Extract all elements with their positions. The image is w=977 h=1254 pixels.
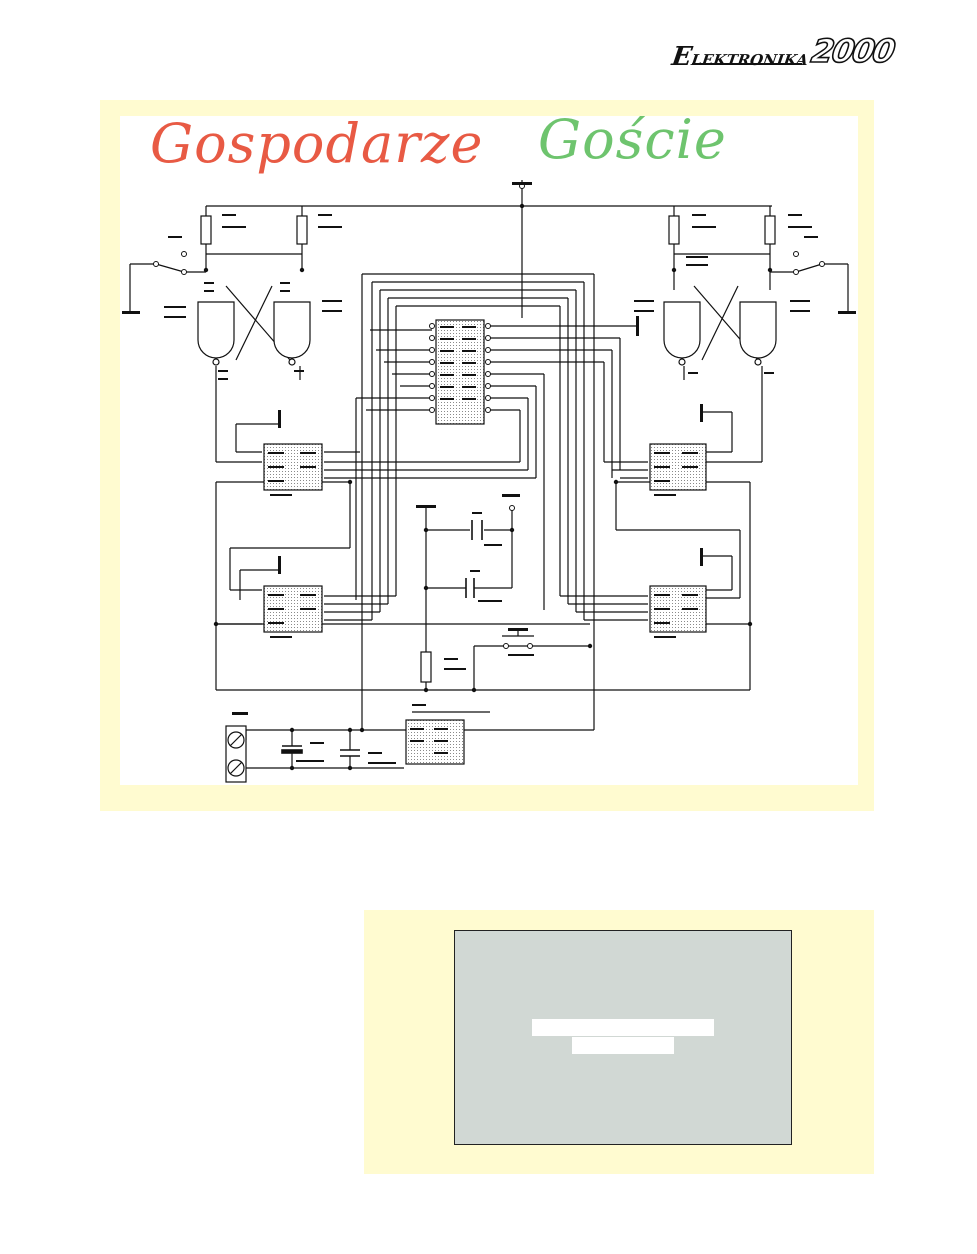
magazine-logo: ELEKTRONIKA 2000 [670,31,897,72]
circuit-diagram [122,180,856,783]
logo-year: 2000 [808,31,897,71]
photo-caption-bar-1 [532,1019,714,1036]
photo-caption-bar-2 [572,1037,674,1054]
logo-word: ELEKTRONIKA [670,42,811,72]
home-team-label: Gospodarze [150,112,484,175]
guest-team-label: Goście [538,108,727,171]
logo-rest: LEKTRONIKA [690,51,810,69]
logo-underline [692,63,802,65]
